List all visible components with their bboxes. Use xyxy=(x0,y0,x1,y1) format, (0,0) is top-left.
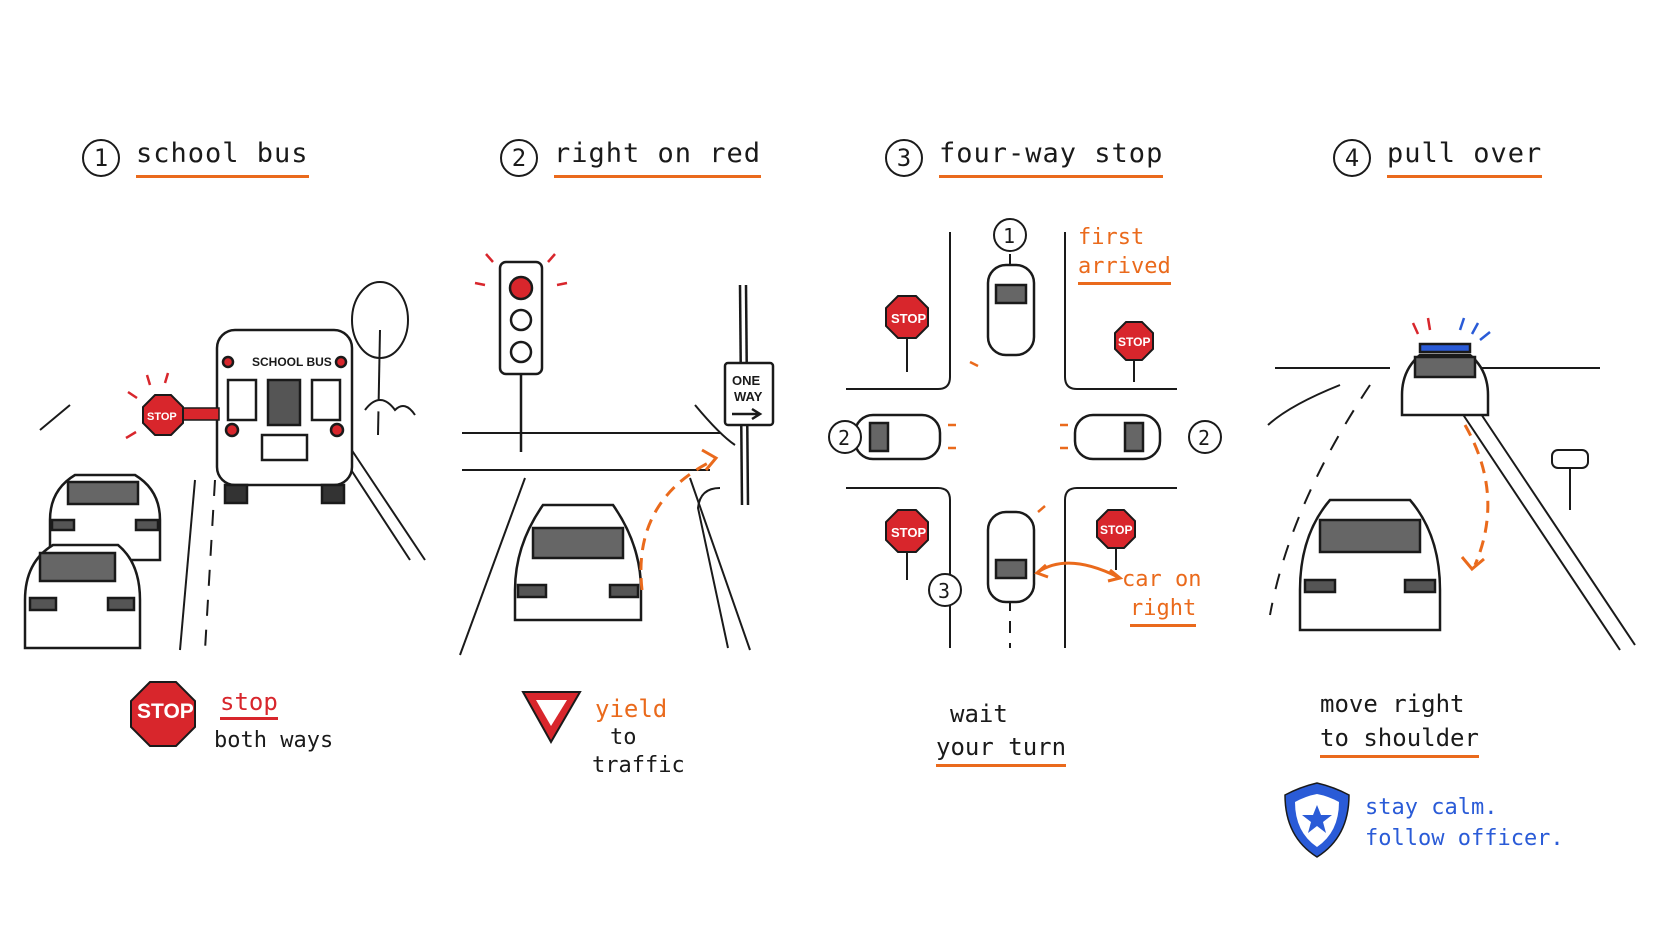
one-way-sign-icon xyxy=(723,284,775,506)
caption-traffic: traffic xyxy=(592,753,685,778)
turn-arrow-icon xyxy=(639,448,719,591)
caption-your-turn: your turn xyxy=(936,733,1067,767)
four-way-stop-scene: STOP STOP STOP STOP 1 2 2 3 xyxy=(828,218,1222,648)
traffic-light-icon xyxy=(474,253,568,452)
right-on-red-scene: ONE WAY xyxy=(459,253,775,745)
shield-star-icon xyxy=(1284,782,1350,858)
panel-header: 4 pull over xyxy=(1333,138,1543,178)
caption-move-right: move right xyxy=(1320,690,1465,718)
double-arrow-icon xyxy=(1034,561,1124,583)
car-icon xyxy=(513,503,643,622)
order-third: 3 xyxy=(938,579,950,603)
panel-header: 1 school bus xyxy=(82,138,309,178)
note-first-line2-text: arrived xyxy=(1078,254,1171,285)
panel-header: 2 right on red xyxy=(500,138,762,178)
panel-school-bus: 1 school bus xyxy=(0,0,426,941)
caption-your-turn-text: your turn xyxy=(936,733,1067,767)
car-icon xyxy=(23,543,142,650)
caption-both-ways: both ways xyxy=(214,728,334,753)
panel-title: pull over xyxy=(1387,138,1543,178)
step-number: 4 xyxy=(1333,139,1371,177)
stop-sign-label: STOP xyxy=(1100,523,1132,537)
stop-sign-icon xyxy=(885,295,1154,580)
step-number: 2 xyxy=(500,139,538,177)
car-icon xyxy=(1073,413,1162,461)
note-right-line1: car on xyxy=(1122,567,1202,592)
tip-stay-calm: stay calm. xyxy=(1365,795,1498,820)
police-car-icon xyxy=(1400,342,1490,417)
car-icon xyxy=(1298,498,1442,632)
stop-arm-icon xyxy=(125,372,220,440)
note-right-line2: right xyxy=(1130,596,1197,627)
step-number: 3 xyxy=(885,139,923,177)
order-first: 1 xyxy=(1003,224,1015,248)
caption-to-shoulder-text: to shoulder xyxy=(1320,724,1479,758)
panel-title: school bus xyxy=(136,138,309,178)
one-way-line2: WAY xyxy=(734,389,763,404)
panel-title: right on red xyxy=(554,138,762,178)
school-bus-scene: SCHOOL BUS STOP xyxy=(23,281,426,651)
caption-yield: yield xyxy=(595,695,668,723)
car-icon xyxy=(853,413,942,461)
car-icon xyxy=(986,510,1036,604)
pull-over-scene xyxy=(1267,317,1636,858)
stop-sign-icon xyxy=(130,681,196,747)
caption-stop-text: stop xyxy=(220,688,278,720)
stop-sign-label: STOP xyxy=(137,700,194,723)
panel-right-on-red: 2 right on red xyxy=(420,0,820,941)
school-bus-label: SCHOOL BUS xyxy=(252,355,332,369)
pull-over-arrow-icon xyxy=(1460,424,1490,572)
panel-title: four-way stop xyxy=(939,138,1164,178)
tip-follow-officer: follow officer. xyxy=(1365,826,1564,851)
car-icon xyxy=(986,263,1036,357)
stop-sign-label: STOP xyxy=(891,525,926,540)
note-first-line1: first xyxy=(1078,225,1145,250)
car-icon xyxy=(48,473,162,562)
tree-icon xyxy=(351,281,416,436)
order-second-left: 2 xyxy=(838,426,850,450)
mailbox-icon xyxy=(1551,449,1589,510)
panel-pull-over: 4 pull over xyxy=(1240,0,1672,941)
order-second-right: 2 xyxy=(1198,426,1210,450)
one-way-line1: ONE xyxy=(732,373,761,388)
caption-to-shoulder: to shoulder xyxy=(1320,724,1479,758)
panel-header: 3 four-way stop xyxy=(885,138,1164,178)
caption-to: to xyxy=(610,725,637,750)
panel-four-way-stop: 3 four-way stop xyxy=(820,0,1240,941)
stop-sign-label: STOP xyxy=(891,311,926,326)
step-number: 1 xyxy=(82,139,120,177)
caption-stop: stop xyxy=(220,688,278,720)
stop-arm-label: STOP xyxy=(147,411,177,423)
note-right-line2-text: right xyxy=(1130,596,1197,627)
caption-wait: wait xyxy=(950,700,1008,728)
school-bus-icon xyxy=(215,328,354,505)
note-first-line2: arrived xyxy=(1078,254,1171,285)
stop-sign-label: STOP xyxy=(1118,335,1150,349)
